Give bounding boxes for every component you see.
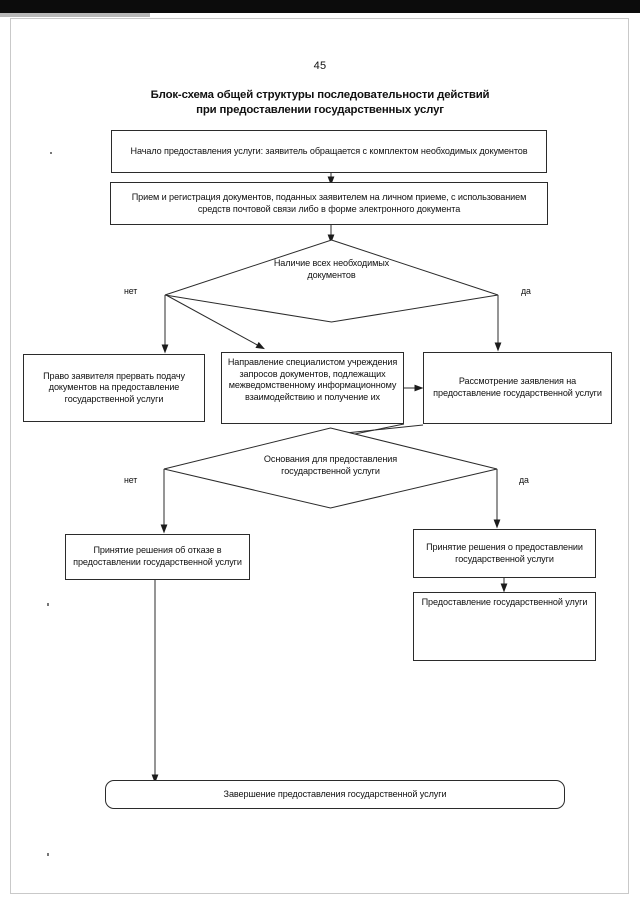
scan-speck bbox=[47, 603, 49, 606]
node-start: Начало предоставления услуги: заявитель … bbox=[111, 130, 547, 173]
decision-grounds-line-2: государственной услуги bbox=[281, 465, 380, 476]
edge-label-decision2-no: нет bbox=[124, 475, 138, 485]
node-approval-decision-label: Принятие решения о предоставлении госуда… bbox=[426, 541, 583, 564]
node-decision-grounds: Основания для предоставления государстве… bbox=[163, 427, 498, 509]
node-start-label: Начало предоставления услуги: заявитель … bbox=[130, 145, 528, 156]
node-applicant-interrupt: Право заявителя прервать подачу документ… bbox=[23, 354, 205, 422]
node-interagency-requests-label: Направление специалистом учреждения запр… bbox=[227, 357, 398, 402]
scan-artifact-band-secondary bbox=[0, 13, 150, 17]
node-applicant-interrupt-label: Право заявителя прервать подачу документ… bbox=[43, 370, 185, 404]
node-interagency-requests: Направление специалистом учреждения запр… bbox=[221, 352, 404, 424]
edge-label-decision1-yes: да bbox=[521, 286, 531, 296]
node-application-review-label: Рассмотрение заявления на предоставление… bbox=[433, 376, 602, 398]
decision-documents-line-1: Наличие всех необходимых bbox=[273, 258, 390, 268]
decision-documents-shape bbox=[164, 239, 499, 323]
scan-artifact-band bbox=[0, 0, 640, 13]
node-approval-decision: Принятие решения о предоставлении госуда… bbox=[413, 529, 596, 578]
scan-speck bbox=[50, 152, 52, 154]
page-title: Блок-схема общей структуры последователь… bbox=[70, 88, 570, 118]
node-decision-documents: Наличие всех необходимых документов bbox=[164, 239, 499, 323]
node-intake-label: Прием и регистрация документов, поданных… bbox=[131, 191, 527, 214]
node-decision-documents-label: Наличие всех необходимых документов bbox=[165, 258, 498, 281]
node-service-provision: Предоставление государственной улуги bbox=[413, 592, 596, 661]
decision-grounds-shape bbox=[163, 427, 498, 509]
page-number: 45 bbox=[313, 60, 327, 72]
node-application-review: Рассмотрение заявления на предоставление… bbox=[423, 352, 612, 424]
node-intake: Прием и регистрация документов, поданных… bbox=[110, 182, 548, 225]
node-decision-grounds-label: Основания для предоставления государстве… bbox=[164, 454, 497, 477]
scan-speck bbox=[47, 853, 49, 856]
node-refusal-decision: Принятие решения об отказе в предоставле… bbox=[65, 534, 250, 580]
decision-grounds-line-1: Основания для предоставления bbox=[263, 454, 398, 464]
node-end-terminator-label: Завершение предоставления государственно… bbox=[223, 788, 447, 799]
node-refusal-decision-label: Принятие решения об отказе в предоставле… bbox=[73, 545, 242, 567]
page-title-line-2: при предоставлении государственных услуг bbox=[196, 104, 444, 116]
node-end-terminator: Завершение предоставления государственно… bbox=[105, 780, 565, 809]
decision-documents-line-2: документов bbox=[307, 269, 356, 280]
node-service-provision-label: Предоставление государственной улуги bbox=[421, 597, 588, 607]
edge-label-decision1-no: нет bbox=[124, 286, 138, 296]
page-title-line-1: Блок-схема общей структуры последователь… bbox=[150, 89, 490, 101]
page-border bbox=[10, 18, 629, 894]
edge-label-decision2-yes: да bbox=[519, 475, 529, 485]
